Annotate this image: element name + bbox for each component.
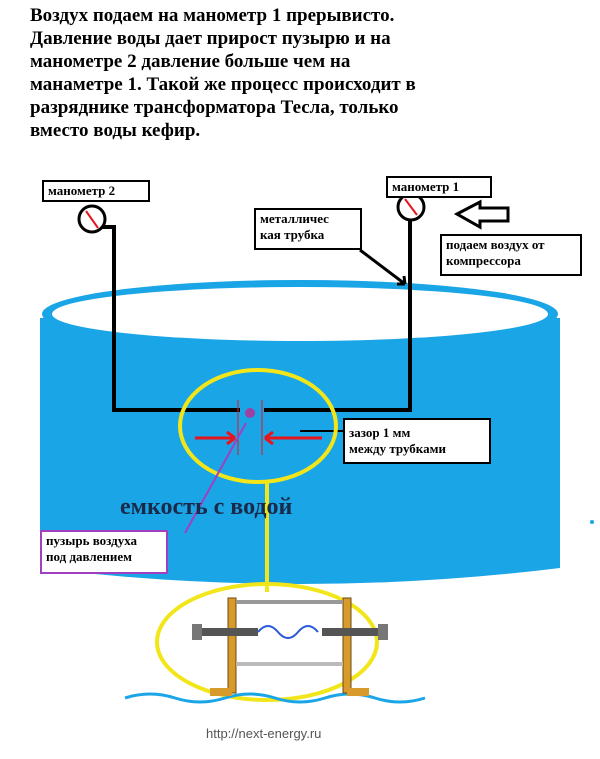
metal-tube-pointer xyxy=(359,248,406,286)
gap-label: зазор 1 мм между трубками xyxy=(343,418,491,464)
intro-line: манометре 2 давление больше чем на xyxy=(30,51,351,72)
electrode-holder-right xyxy=(342,597,352,694)
frame-top-bar xyxy=(236,600,343,604)
gauge-1-label: манометр 1 xyxy=(386,176,492,198)
air-supply-label-line: компрессора xyxy=(446,253,521,268)
gauge-2 xyxy=(77,204,107,234)
electrode-base-left xyxy=(210,688,232,696)
stray-dot xyxy=(590,520,594,524)
intro-line: Давление воды дает прирост пузырю и на xyxy=(30,28,391,49)
intro-line: вместо воды кефир. xyxy=(30,120,201,141)
metal-tube-pointer-head-icon xyxy=(397,275,407,286)
air-supply-label-line: подаем воздух от xyxy=(446,237,545,252)
footer-url: http://next-energy.ru xyxy=(206,726,322,741)
intro-text: Воздух подаем на манометр 1 прерывисто. … xyxy=(30,4,590,142)
water-tank xyxy=(40,280,560,584)
bubble-pointer xyxy=(184,422,247,534)
air-supply-arrow-icon xyxy=(453,199,510,230)
metal-tube-label: металличес кая трубка xyxy=(254,208,362,250)
air-supply-label: подаем воздух от компрессора xyxy=(440,234,582,276)
nut-left xyxy=(192,624,202,640)
intro-line: Воздух подаем на манометр 1 прерывисто. xyxy=(30,5,395,26)
water-tank-label: емкость с водой xyxy=(120,494,293,520)
bubble-label-line: под давлением xyxy=(46,549,133,564)
zoom-ring xyxy=(155,582,379,702)
water-tank-opening xyxy=(52,287,548,341)
gauge-1-label-text: манометр 1 xyxy=(392,179,460,194)
frame-bottom-bar xyxy=(236,662,343,666)
gap-marker-lines xyxy=(237,400,263,455)
metal-tube-label-line: кая трубка xyxy=(260,227,325,242)
electrode-holder-left xyxy=(227,597,237,694)
tube-left xyxy=(95,225,240,412)
gauge-2-label-text: манометр 2 xyxy=(48,183,116,198)
rod-left xyxy=(200,628,258,636)
intro-line: манаметре 1. Такой же процесс происходит… xyxy=(30,74,416,95)
pressure-arrow-left-head-icon xyxy=(226,430,236,446)
water-tank-body xyxy=(40,318,560,584)
gauge-2-needle-icon xyxy=(85,210,99,229)
gauge-1-needle-icon xyxy=(404,198,418,216)
spark-gap-illustration xyxy=(124,582,426,704)
gap-label-line: между трубками xyxy=(349,441,446,456)
metal-tube-label-line: металличес xyxy=(260,211,329,226)
gap-label-line: зазор 1 мм xyxy=(349,425,411,440)
tube-right xyxy=(264,218,412,412)
pressure-arrows xyxy=(195,430,322,446)
spark-icon xyxy=(257,625,319,639)
intro-line: разряднике трансформатора Тесла, только xyxy=(30,97,399,118)
gauge-2-label: манометр 2 xyxy=(42,180,150,202)
electrode-base-right xyxy=(347,688,369,696)
water-wave xyxy=(124,692,426,704)
rod-right xyxy=(322,628,380,636)
gap-highlight-ring xyxy=(178,368,338,484)
tubes xyxy=(95,218,412,412)
pressure-arrow-right-head-icon xyxy=(264,430,274,446)
air-bubble xyxy=(245,408,255,418)
bubble-label: пузырь воздуха под давлением xyxy=(40,530,168,574)
nut-right xyxy=(378,624,388,640)
bubble-label-line: пузырь воздуха xyxy=(46,533,138,548)
